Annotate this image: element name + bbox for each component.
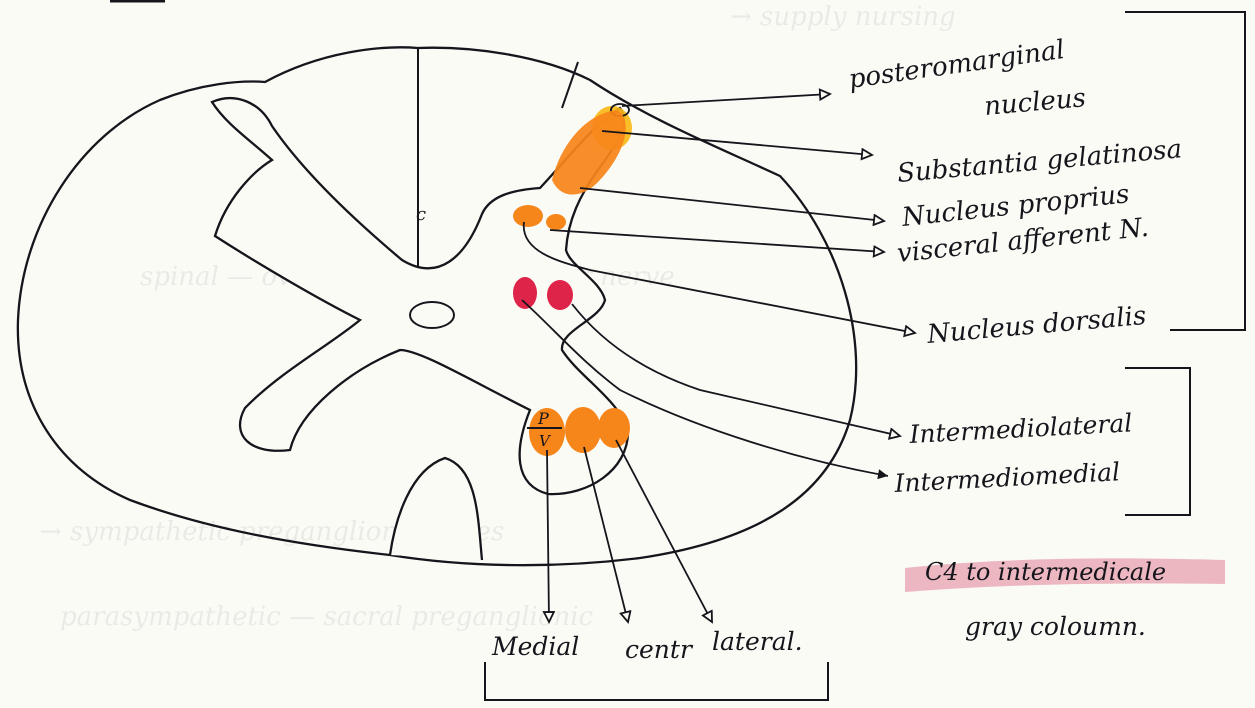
substantia-gelatinosa [552,110,626,195]
dorsal-septum-label: c [416,204,426,225]
leader-visceral [550,230,884,252]
label-posteromarginal-line1: posteromarginal [847,35,1067,95]
leader-lateral [616,440,712,622]
bracket-upper [1125,12,1245,330]
label-central: centr [625,635,694,664]
leader-proprius [580,188,884,221]
leader-substantia [602,131,872,155]
anterior-median-fissure [390,458,482,560]
bracket-lower [1125,368,1190,515]
central-nucleus [565,407,601,453]
nucleus-dorsalis-right [547,280,573,310]
svg-text:→ supply nursing: → supply nursing [730,2,956,32]
label-intermediomedial: Intermediomedial [893,457,1121,498]
note-line2: gray coloumn. [965,612,1146,641]
leader-posteromarginal [622,94,830,106]
label-medial: Medial [491,632,579,661]
central-canal [410,302,454,328]
visceral-afferent-dot [546,214,566,230]
label-lateral: lateral. [712,627,803,656]
nucleus-dorsalis-left [513,277,537,309]
nucleus-proprius-dot [513,205,543,227]
label-intermediolateral: Intermediolateral [908,408,1133,449]
label-nucleus-dorsalis: Nucleus dorsalis [925,301,1147,350]
label-posteromarginal-line2: nucleus [983,83,1087,122]
svg-text:parasympathetic — sacral prega: parasympathetic — sacral preganglionic [60,602,594,632]
lateral-nucleus [598,408,630,448]
label-substantia-gelatinosa: Substantia gelatinosa [896,134,1183,189]
note-line1: C4 to intermedicale [925,558,1166,586]
bracket-bottom [485,662,828,700]
pv-label-p: P [537,409,549,428]
